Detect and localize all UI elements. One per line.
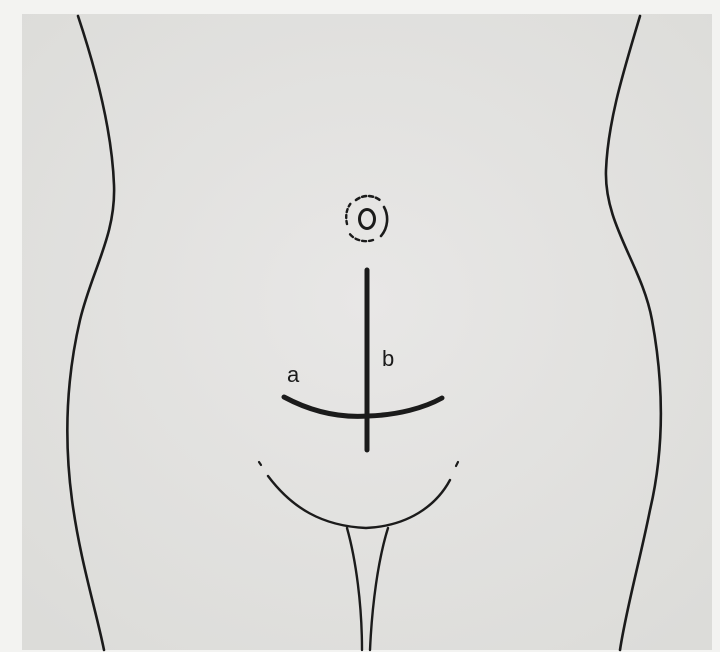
incision-label-b: b <box>382 346 394 371</box>
incision-label-a: a <box>287 362 300 387</box>
